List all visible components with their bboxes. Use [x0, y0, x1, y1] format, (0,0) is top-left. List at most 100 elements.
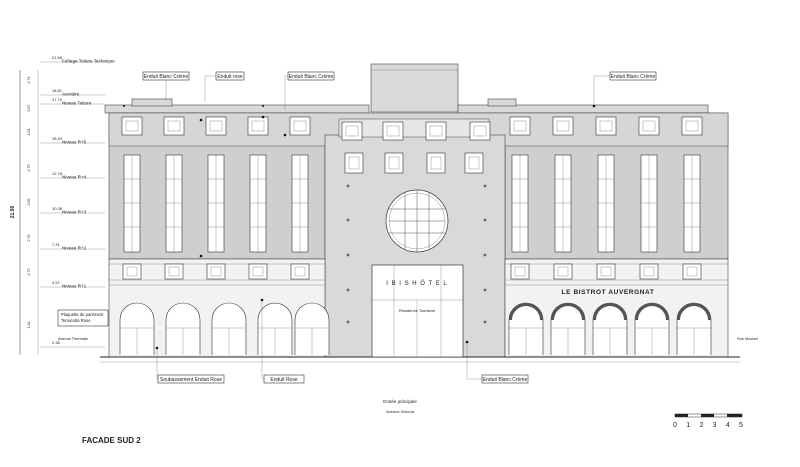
callout-bottom-2: Enduit Rose	[270, 377, 297, 383]
attic-window-pane	[599, 120, 613, 132]
main-entrance	[371, 264, 464, 358]
callout-top-2: Enduit rose	[217, 74, 243, 80]
attic-window-pane	[556, 120, 570, 132]
mezz-window-pane	[514, 266, 526, 277]
arch-band	[593, 303, 627, 320]
scale-label: 3	[713, 422, 717, 429]
mezz-window	[122, 263, 142, 280]
mezz-window-pane	[557, 266, 569, 277]
scale-label: 5	[739, 422, 743, 429]
level-label: Faîtage Toiture Technique	[62, 59, 115, 64]
arch-band	[509, 303, 543, 320]
level-label: Niveau R+3	[62, 210, 87, 215]
mezz-window	[553, 263, 573, 280]
attic-window-pane	[473, 125, 487, 137]
attic-window	[205, 116, 227, 136]
drawing-title: FACADE SUD 2	[82, 436, 141, 445]
attic-window	[341, 121, 363, 141]
attic-window-pane	[251, 120, 265, 132]
mezz-window	[164, 263, 184, 280]
attic-window	[681, 116, 703, 136]
mezz-window	[206, 263, 226, 280]
bottom-callouts: Soubassement Enduit Rose Enduit Rose End…	[156, 300, 529, 384]
attic-window-pane	[125, 120, 139, 132]
cladding-note-box	[57, 309, 109, 327]
tower-windows	[344, 152, 484, 174]
mezz-window-pane	[210, 266, 222, 277]
cladding-note-1: Plaquette de parement	[61, 312, 104, 317]
attic-window	[289, 116, 311, 136]
dimension-value: 2.76	[27, 235, 31, 242]
mezz-window	[596, 263, 616, 280]
arch-band	[677, 303, 711, 320]
scale-label: 1	[686, 422, 690, 429]
mezz-window-pane	[294, 266, 306, 277]
mezz-window-pane	[126, 266, 138, 277]
cladding-note-2: Terracotta Rose	[61, 318, 91, 323]
callout-top-4: Enduit Blanc Crème	[611, 74, 656, 80]
level-label: Niveau R+4	[62, 175, 87, 180]
level-value: 7.31	[52, 242, 61, 247]
attic-window-pane	[642, 120, 656, 132]
attic-window-pane	[513, 120, 527, 132]
scale-label: 0	[673, 422, 677, 429]
dimension-value: 0.67	[27, 105, 31, 112]
dimension-value: 2.73	[27, 269, 31, 276]
attic-window-pane	[293, 120, 307, 132]
attic-window	[509, 116, 531, 136]
round-window	[385, 189, 449, 253]
attic-windows	[121, 116, 703, 141]
mezz-window-pane	[252, 266, 264, 277]
level-value: 10.36	[52, 206, 63, 211]
level-markers	[123, 104, 596, 350]
callout-top-1: Enduit Blanc Crème	[144, 74, 189, 80]
street-left: Avenue Thermale	[58, 337, 88, 341]
level-label: Niveau Toiture	[62, 101, 92, 106]
top-callouts: Enduit Blanc Crème Enduit rose Enduit Bl…	[142, 71, 657, 110]
callout-bottom-3: Enduit Blanc Crème	[483, 377, 528, 383]
mezz-window	[510, 263, 530, 280]
arch-band	[551, 303, 585, 320]
attic-window	[247, 116, 269, 136]
mezz-window-pane	[643, 266, 655, 277]
entrance-label: Entrée principale	[383, 399, 417, 404]
level-value: 4.57	[52, 280, 61, 285]
mezz-window	[248, 263, 268, 280]
attic-window	[425, 121, 447, 141]
attic-window	[382, 121, 404, 141]
attic-window	[552, 116, 574, 136]
mezz-window	[682, 263, 702, 280]
attic-window-pane	[685, 120, 699, 132]
attic-window	[469, 121, 491, 141]
arch-band	[635, 303, 669, 320]
dimension-value: 2.65	[27, 199, 31, 206]
scale-label: 4	[726, 422, 730, 429]
attic-window	[121, 116, 143, 136]
tall-windows	[123, 154, 701, 253]
dimension-labels: 2.740.672.512.752.652.762.734.31	[27, 77, 31, 329]
tower-fixings	[346, 184, 487, 324]
attic-window-pane	[167, 120, 181, 132]
level-value: 2.38	[52, 340, 61, 345]
residence-sign: Résidence Tourisme	[399, 308, 436, 313]
dimension-value: 2.74	[27, 77, 31, 84]
entrance-street: Avenue Victoria	[386, 409, 415, 414]
attic-window	[595, 116, 617, 136]
level-value: 12.78	[52, 171, 63, 176]
level-label: Niveau R+5	[62, 140, 87, 145]
scale-bar	[674, 413, 743, 418]
attic-window	[638, 116, 660, 136]
level-label: Niveau R+1	[62, 284, 87, 289]
attic-window-pane	[386, 125, 400, 137]
level-value: 21.56	[52, 55, 63, 60]
level-value: 15.43	[52, 136, 63, 141]
ground-floor-arches	[119, 302, 712, 355]
street-right: Rue Mounet	[737, 337, 759, 341]
attic-window	[163, 116, 185, 136]
mezz-window	[639, 263, 659, 280]
mezz-window	[290, 263, 310, 280]
